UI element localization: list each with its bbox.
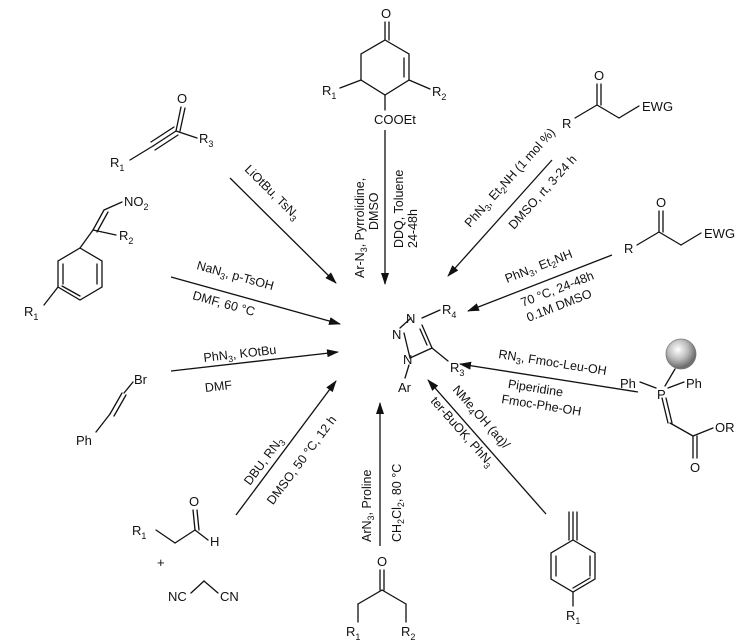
svg-text:R: R	[562, 116, 571, 131]
svg-text:OR: OR	[715, 420, 735, 435]
substrate-ketone-ewg-2: O R EWG	[624, 195, 735, 256]
conditions-r2: Ar-N3, Pyrrolidine, DMSO	[353, 178, 381, 278]
arrow-r4	[447, 159, 553, 277]
conditions-r4: PhN3, Et2NH (1 mol %) DMSO, rt, 3-24 h	[462, 125, 580, 232]
svg-text:R2: R2	[119, 228, 133, 246]
svg-text:DMF, 60 °C: DMF, 60 °C	[191, 288, 256, 319]
svg-text:R: R	[624, 241, 633, 256]
conditions-r6: NaN3, p-TsOH DMF, 60 °C	[191, 258, 276, 319]
svg-text:RN3, Fmoc-Leu-OH: RN3, Fmoc-Leu-OH	[497, 347, 607, 380]
svg-text:LiOtBu, TsN3: LiOtBu, TsN3	[240, 162, 302, 224]
svg-text:R2: R2	[401, 624, 415, 642]
reaction-arrows	[170, 130, 639, 546]
svg-text:NC: NC	[168, 589, 187, 604]
triazole-n3: N	[406, 311, 415, 326]
arrow-r5	[467, 254, 613, 312]
resin-bead-icon	[665, 338, 697, 370]
svg-text:R1: R1	[110, 155, 124, 173]
svg-text:CH2Cl2, 80 °C: CH2Cl2, 80 °C	[390, 464, 406, 542]
svg-text:P: P	[657, 387, 666, 402]
substrate-resin-ylide: Ph Ph P O OR	[620, 338, 735, 475]
svg-text:Ph: Ph	[76, 433, 92, 448]
triazole-ar: Ar	[398, 380, 412, 395]
substrate-ketone-ewg-1: O R EWG	[562, 68, 673, 131]
svg-text:EWG: EWG	[704, 226, 735, 241]
svg-text:O: O	[381, 6, 391, 21]
svg-text:Ph: Ph	[620, 376, 636, 391]
svg-text:R1: R1	[346, 624, 360, 642]
svg-text:COOEt: COOEt	[374, 112, 416, 127]
conditions-r3: DDQ, Toluene 24-48h	[392, 170, 420, 248]
svg-text:O: O	[377, 554, 387, 569]
svg-text:EWG: EWG	[642, 99, 673, 114]
triazole-n2: N	[392, 327, 401, 342]
svg-text:O: O	[594, 68, 604, 83]
svg-text:NO2: NO2	[124, 194, 149, 212]
arrow-r7	[459, 361, 639, 393]
arrow-r9	[235, 380, 337, 516]
substrate-dialkyl-ketone: O R1 R2	[346, 554, 415, 642]
substrate-cyclohexenone: O R2 R1 COOEt	[322, 6, 446, 127]
svg-text:O: O	[656, 195, 666, 210]
substrate-bromostyrene: Br Ph	[76, 372, 148, 448]
triazole-r3: R3	[450, 360, 464, 378]
plus-sign: +	[157, 555, 165, 570]
svg-text:24-48h: 24-48h	[406, 209, 420, 248]
svg-text:Ph: Ph	[686, 376, 702, 391]
svg-text:O: O	[177, 91, 187, 106]
conditions-r1: LiOtBu, TsN3	[240, 162, 302, 224]
conditions-r8: PhN3, KOtBu DMF	[203, 343, 278, 395]
svg-text:R1: R1	[566, 608, 580, 626]
arrow-r1	[229, 177, 337, 284]
substrate-aryl-alkyne: R1	[550, 511, 596, 626]
svg-text:R1: R1	[322, 83, 336, 101]
svg-text:O: O	[189, 494, 199, 509]
svg-text:CN: CN	[220, 589, 239, 604]
svg-text:R1: R1	[24, 304, 38, 322]
arrow-r11	[427, 379, 547, 515]
svg-text:DMSO: DMSO	[367, 192, 381, 230]
arrow-r8	[170, 349, 339, 372]
svg-text:O: O	[690, 460, 700, 475]
triazole-product: N N N Ar R3 R4	[392, 302, 464, 395]
substrate-nitrostyrene: NO2 R2 R1	[24, 194, 149, 322]
svg-text:R1: R1	[132, 523, 146, 541]
conditions-r5: PhN3, Et2NH 70 °C, 24-48h 0.1M DMSO	[503, 247, 596, 325]
triazole-r4: R4	[442, 302, 456, 320]
svg-text:DDQ, Toluene: DDQ, Toluene	[392, 170, 406, 248]
substrate-aldehyde: R1 O H	[132, 494, 219, 549]
svg-text:ArN3, Proline: ArN3, Proline	[360, 470, 376, 542]
svg-text:PhN3, Et2NH: PhN3, Et2NH	[503, 247, 575, 288]
svg-text:R2: R2	[432, 84, 446, 102]
triazole-n1: N	[403, 352, 412, 367]
svg-text:Ar-N3, Pyrrolidine,: Ar-N3, Pyrrolidine,	[353, 178, 369, 278]
substrate-malononitrile: NC CN	[168, 580, 239, 604]
conditions-r10: ArN3, Proline CH2Cl2, 80 °C	[360, 464, 406, 542]
svg-text:NaN3, p-TsOH: NaN3, p-TsOH	[195, 258, 276, 295]
svg-text:H: H	[210, 534, 219, 549]
arrow-r6	[170, 276, 341, 325]
svg-text:DMF: DMF	[204, 378, 233, 395]
svg-text:PhN3, KOtBu: PhN3, KOtBu	[203, 343, 278, 367]
svg-text:R3: R3	[199, 131, 213, 149]
svg-text:Br: Br	[134, 372, 148, 387]
substrate-ynone: O R3 R1	[110, 91, 213, 173]
